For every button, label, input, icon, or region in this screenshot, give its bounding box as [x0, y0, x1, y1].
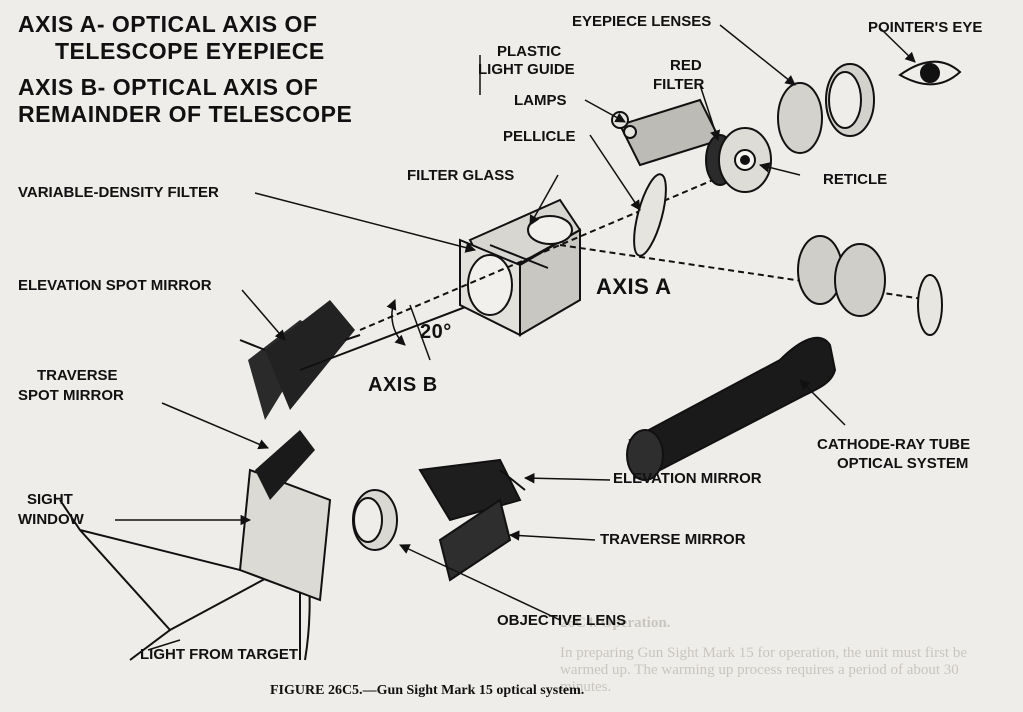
elevation-spot-mirror — [239, 300, 361, 410]
axis-a-note-line1: AXIS A- OPTICAL AXIS OF — [18, 11, 318, 37]
figure-number: FIGURE 26C5. — [270, 683, 363, 698]
label-crt: CATHODE-RAY TUBE — [817, 436, 971, 453]
label-axis-b: AXIS B — [368, 374, 438, 396]
label-variable-density-filter: VARIABLE-DENSITY FILTER — [18, 184, 219, 201]
pointers-eye — [898, 60, 962, 86]
label-sight: SIGHT — [27, 491, 73, 508]
eyepiece-lenses — [777, 63, 875, 154]
label-window: WINDOW — [18, 511, 84, 528]
label-filter: FILTER — [653, 76, 705, 93]
label-light-from-target: LIGHT FROM TARGET — [140, 646, 299, 663]
label-traverse-mirror: TRAVERSE MIRROR — [600, 531, 746, 548]
figure-title: —Gun Sight Mark 15 optical system. — [362, 683, 585, 698]
background-heading: 26C4. Operation. — [560, 615, 671, 631]
figure-caption: FIGURE 26C5.—Gun Sight Mark 15 optical s… — [270, 683, 584, 699]
axis-a-line — [359, 159, 761, 331]
cathode-ray-tube — [626, 336, 837, 481]
leader-lines — [115, 24, 916, 651]
label-objective-lens: OBJECTIVE LENS — [497, 612, 627, 629]
label-light-guide: LIGHT GUIDE — [478, 61, 575, 78]
axis-a-note-line2: TELESCOPE EYEPIECE — [55, 38, 325, 64]
label-eyepiece-lenses: EYEPIECE LENSES — [572, 13, 712, 30]
elevation-traverse-mirrors — [418, 458, 526, 582]
label-lamps: LAMPS — [514, 92, 567, 109]
light-guide-lamps — [611, 98, 722, 167]
axis-b-note-line1: AXIS B- OPTICAL AXIS OF — [18, 74, 319, 100]
label-reticle: RETICLE — [823, 171, 888, 188]
label-spot-mirror: SPOT MIRROR — [18, 387, 124, 404]
label-pointers-eye: POINTER'S EYE — [868, 19, 983, 36]
crt-lenses — [797, 235, 943, 336]
label-optical-system: OPTICAL SYSTEM — [837, 455, 969, 472]
filter-glass-housing — [459, 198, 582, 337]
sight-window — [238, 468, 332, 602]
label-elevation-mirror: ELEVATION MIRROR — [613, 470, 762, 487]
angle-indicator — [386, 299, 431, 361]
pellicle — [633, 173, 667, 257]
label-red: RED — [670, 57, 702, 74]
objective-lens — [352, 489, 398, 551]
label-elevation-spot-mirror: ELEVATION SPOT MIRROR — [18, 277, 212, 294]
label-traverse: TRAVERSE — [37, 367, 118, 384]
axis-b-note-line2: REMAINDER OF TELESCOPE — [18, 101, 353, 127]
label-pellicle: PELLICLE — [503, 128, 576, 145]
label-angle: 20° — [420, 321, 452, 343]
label-plastic: PLASTIC — [497, 43, 562, 60]
reticle — [718, 127, 772, 193]
background-paragraph: In preparing Gun Sight Mark 15 for opera… — [560, 645, 968, 695]
label-filter-glass: FILTER GLASS — [407, 167, 515, 184]
label-axis-a: AXIS A — [596, 274, 672, 299]
